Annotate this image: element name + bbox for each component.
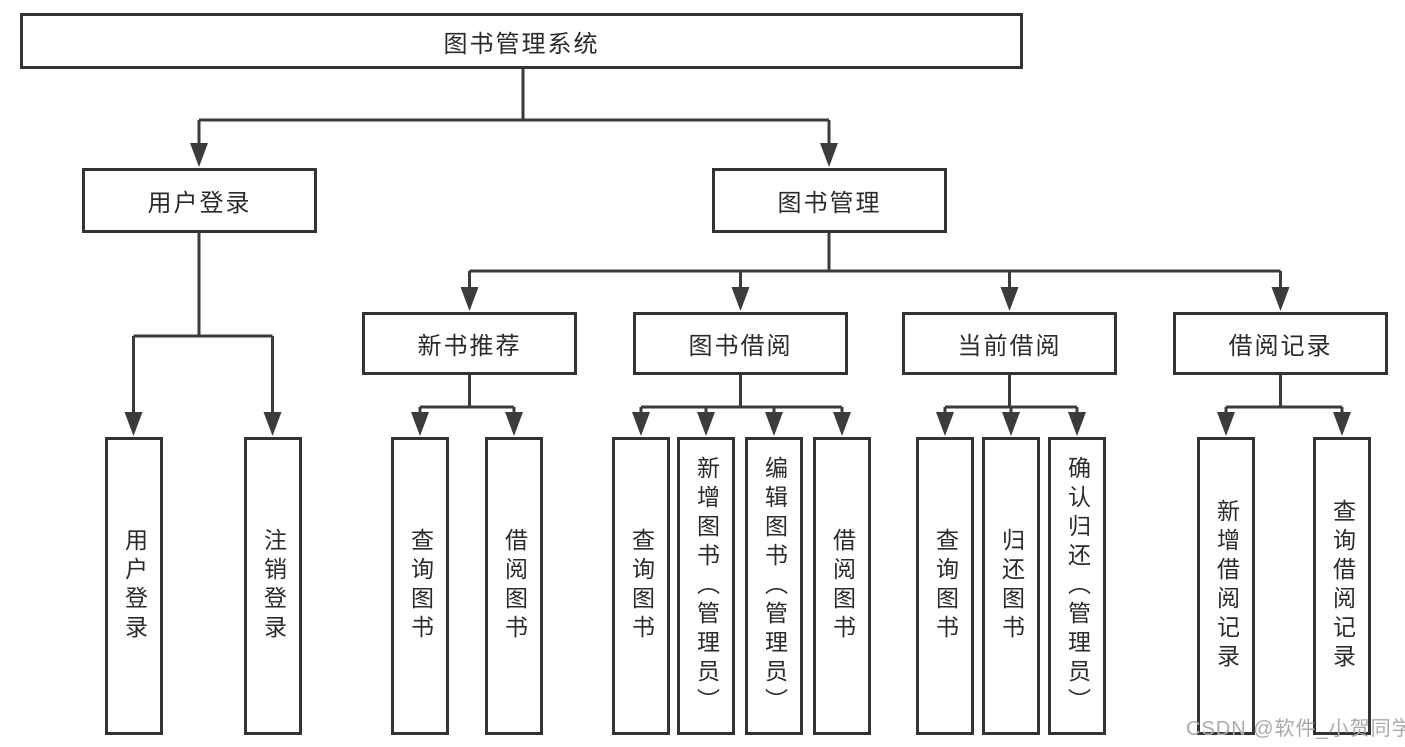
leaf-confirm-return-admin-label: 确认归还（管理员） <box>1064 455 1091 717</box>
arrowhead-icon <box>731 287 750 311</box>
leaf-user-login-label: 用户登录 <box>121 528 148 644</box>
connector-current-borrow-to-leaves <box>943 375 1079 414</box>
arrowhead-icon <box>124 412 143 436</box>
node-book-management-label: 图书管理 <box>777 190 882 217</box>
arrowhead-icon <box>411 412 429 436</box>
node-book-borrow: 图书借阅 <box>633 312 848 375</box>
node-user-login: 用户登录 <box>82 168 317 233</box>
node-book-management: 图书管理 <box>712 168 947 233</box>
arrowhead-icon <box>820 143 838 167</box>
node-root-label: 图书管理系统 <box>443 30 600 58</box>
leaf-logout: 注销登录 <box>244 437 302 735</box>
node-new-book-recommend-label: 新书推荐 <box>417 333 522 360</box>
leaf-query-books-borrow-label: 查询图书 <box>628 528 655 644</box>
node-root: 图书管理系统 <box>20 13 1023 69</box>
leaf-query-books-borrow: 查询图书 <box>612 437 670 735</box>
arrowhead-icon <box>1271 287 1290 311</box>
arrowhead-icon <box>765 412 783 436</box>
arrowhead-icon <box>697 412 715 436</box>
leaf-add-book-admin-label: 新增图书（管理员） <box>693 455 720 717</box>
connector-book-borrow-to-leaves <box>639 375 844 414</box>
node-borrow-records: 借阅记录 <box>1173 312 1388 375</box>
leaf-borrow-books-label: 借阅图书 <box>829 528 856 644</box>
arrowhead-icon <box>1002 412 1020 436</box>
leaf-borrow-books: 借阅图书 <box>813 437 871 735</box>
connector-borrow-records-to-leaves <box>1224 375 1344 414</box>
leaf-add-borrow-record: 新增借阅记录 <box>1197 437 1255 735</box>
node-book-borrow-label: 图书借阅 <box>688 333 793 360</box>
leaf-query-borrow-record-label: 查询借阅记录 <box>1329 499 1356 673</box>
arrowhead-icon <box>1068 412 1086 436</box>
leaf-query-books-current-label: 查询图书 <box>932 528 959 644</box>
connector-root-to-level2 <box>197 69 831 145</box>
leaf-edit-book-admin-label: 编辑图书（管理员） <box>761 455 788 717</box>
arrowhead-icon <box>632 412 650 436</box>
leaf-return-book: 归还图书 <box>982 437 1040 735</box>
connector-new-book-to-leaves <box>418 375 516 414</box>
leaf-query-books-recommend-label: 查询图书 <box>407 528 434 644</box>
leaf-borrow-books-recommend-label: 借阅图书 <box>501 528 528 644</box>
node-borrow-records-label: 借阅记录 <box>1228 333 1333 360</box>
node-user-login-label: 用户登录 <box>147 190 252 217</box>
node-current-borrow: 当前借阅 <box>902 312 1117 375</box>
connector-book-management-to-level3 <box>468 233 1282 290</box>
arrowhead-icon <box>1333 412 1351 436</box>
watermark: CSDN @软件_小贺同学 <box>1186 718 1405 740</box>
arrowhead-icon <box>833 412 851 436</box>
arrowhead-icon <box>263 412 282 436</box>
leaf-add-book-admin: 新增图书（管理员） <box>677 437 735 735</box>
leaf-return-book-label: 归还图书 <box>998 528 1025 644</box>
arrowhead-icon <box>190 143 208 167</box>
leaf-user-login: 用户登录 <box>105 437 163 735</box>
leaf-confirm-return-admin: 确认归还（管理员） <box>1048 437 1106 735</box>
arrowhead-icon <box>1217 412 1235 436</box>
leaf-edit-book-admin: 编辑图书（管理员） <box>745 437 803 735</box>
connector-user-login-to-leaves <box>132 233 274 414</box>
leaf-query-borrow-record: 查询借阅记录 <box>1313 437 1371 735</box>
node-new-book-recommend: 新书推荐 <box>362 312 577 375</box>
arrowhead-icon <box>460 287 479 311</box>
leaf-borrow-books-recommend: 借阅图书 <box>485 437 543 735</box>
leaf-query-books-current: 查询图书 <box>916 437 974 735</box>
leaf-logout-label: 注销登录 <box>260 528 287 644</box>
leaf-add-borrow-record-label: 新增借阅记录 <box>1213 499 1240 673</box>
node-current-borrow-label: 当前借阅 <box>957 333 1062 360</box>
arrowhead-icon <box>1000 287 1019 311</box>
arrowhead-icon <box>936 412 954 436</box>
leaf-query-books-recommend: 查询图书 <box>391 437 449 735</box>
arrowheads-group <box>124 143 1351 436</box>
arrowhead-icon <box>505 412 523 436</box>
